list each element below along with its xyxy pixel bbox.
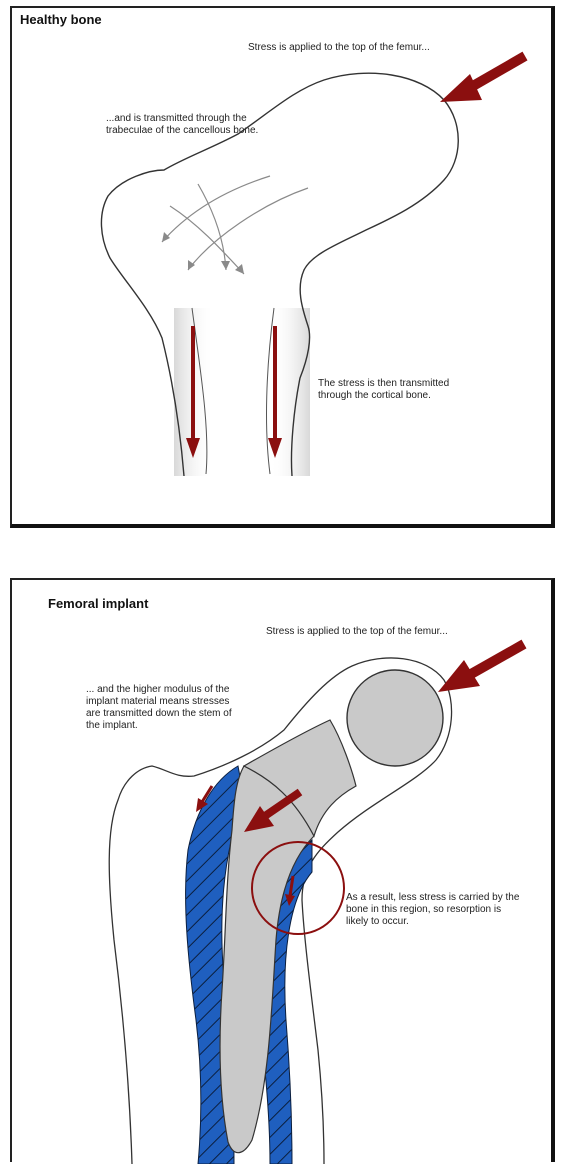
trabecular-stress-lines (162, 176, 308, 274)
implant-femur-diagram (12, 580, 551, 1164)
implant-head (347, 670, 443, 766)
healthy-femur-diagram (12, 8, 553, 524)
applied-stress-arrow (440, 56, 525, 102)
healthy-bone-panel: Healthy bone Stress is applied to the to… (10, 6, 555, 528)
femoral-implant-panel: Femoral implant Stress is applied to the… (10, 578, 555, 1162)
applied-stress-arrow-implant (438, 644, 524, 692)
